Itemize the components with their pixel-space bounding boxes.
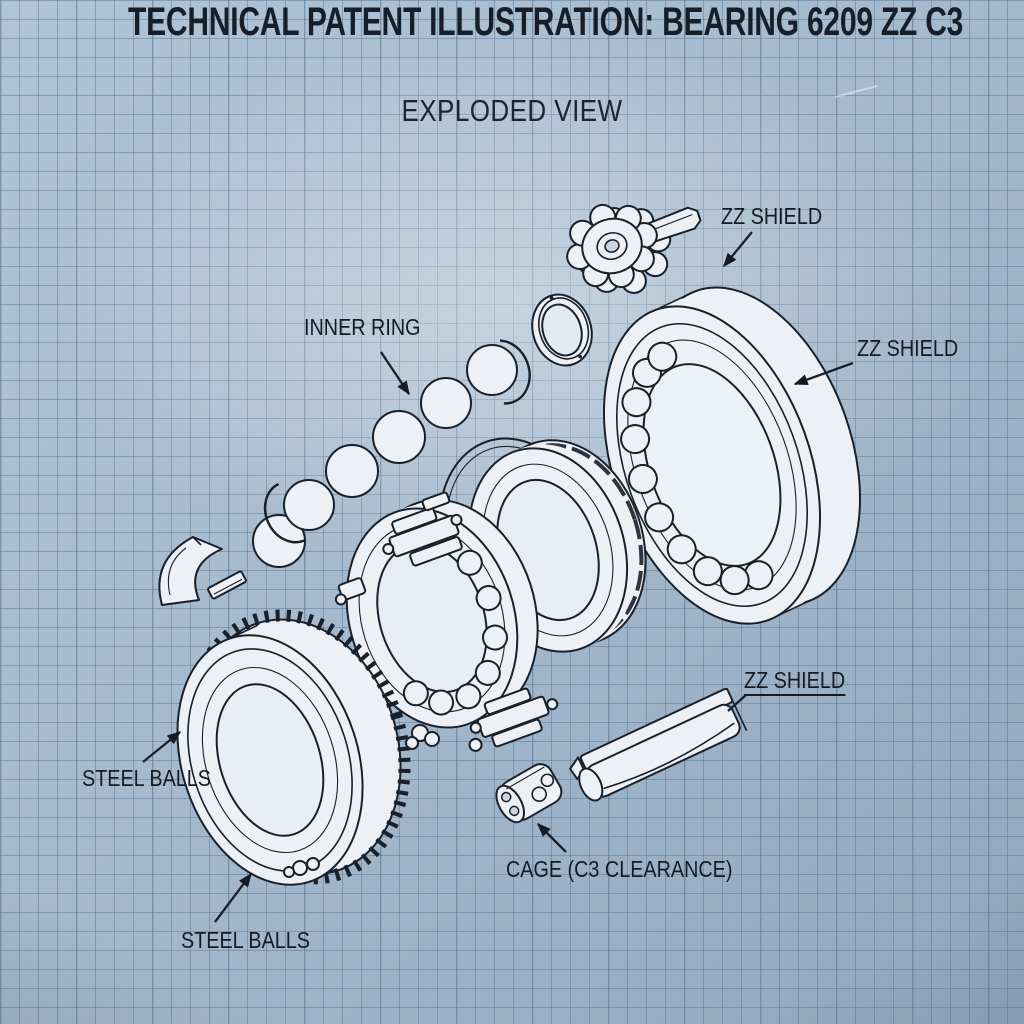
paper-scratch	[834, 85, 878, 98]
label-zz-shield-top: ZZ SHIELD	[721, 203, 823, 229]
label-zz-shield-bottom: ZZ SHIELD	[744, 668, 846, 697]
leader-lines	[142, 231, 854, 923]
cage-assembly	[345, 498, 539, 729]
leader-inner-ring	[380, 351, 410, 396]
cage-side-knob	[334, 577, 367, 606]
lock-washer-and-shaft	[566, 203, 702, 294]
loose-pebbles	[283, 857, 320, 878]
page-subtitle: EXPLODED VIEW	[401, 93, 623, 128]
label-cage: CAGE (C3 CLEARANCE)	[506, 856, 733, 882]
key-bar	[207, 570, 247, 600]
leader-cage	[537, 823, 567, 853]
label-steel-balls-lower: STEEL BALLS	[181, 927, 311, 953]
cage-segment	[495, 763, 563, 824]
label-steel-balls-upper: STEEL BALLS	[82, 765, 212, 791]
zz-shield-removed	[569, 687, 748, 802]
cage-rivet-cluster-top	[382, 491, 463, 567]
knurled-ring-assembly	[176, 609, 411, 886]
cage-bottom-knob	[405, 724, 440, 750]
steel-balls-in-race	[620, 341, 774, 596]
page-title: TECHNICAL PATENT ILLUSTRATION: BEARING 6…	[128, 0, 964, 44]
bore-opening	[215, 683, 325, 837]
cage-rivet-cluster-bottom	[468, 687, 559, 752]
label-zz-shield-right: ZZ SHIELD	[857, 335, 959, 361]
leader-zz-shield-bottom	[727, 694, 747, 712]
snap-ring-small	[531, 293, 593, 367]
leader-zz-shield-right	[793, 361, 854, 386]
shield-segment-curved	[158, 536, 223, 606]
label-inner-ring: INNER RING	[304, 314, 421, 340]
leader-zz-shield-top	[723, 231, 753, 268]
leader-steel-balls-lower	[214, 872, 252, 923]
leader-steel-balls-upper	[142, 731, 182, 763]
outer-ring-assembly	[602, 286, 861, 625]
steel-ball-chain	[252, 344, 518, 568]
retainer-arc-upper	[473, 339, 531, 405]
